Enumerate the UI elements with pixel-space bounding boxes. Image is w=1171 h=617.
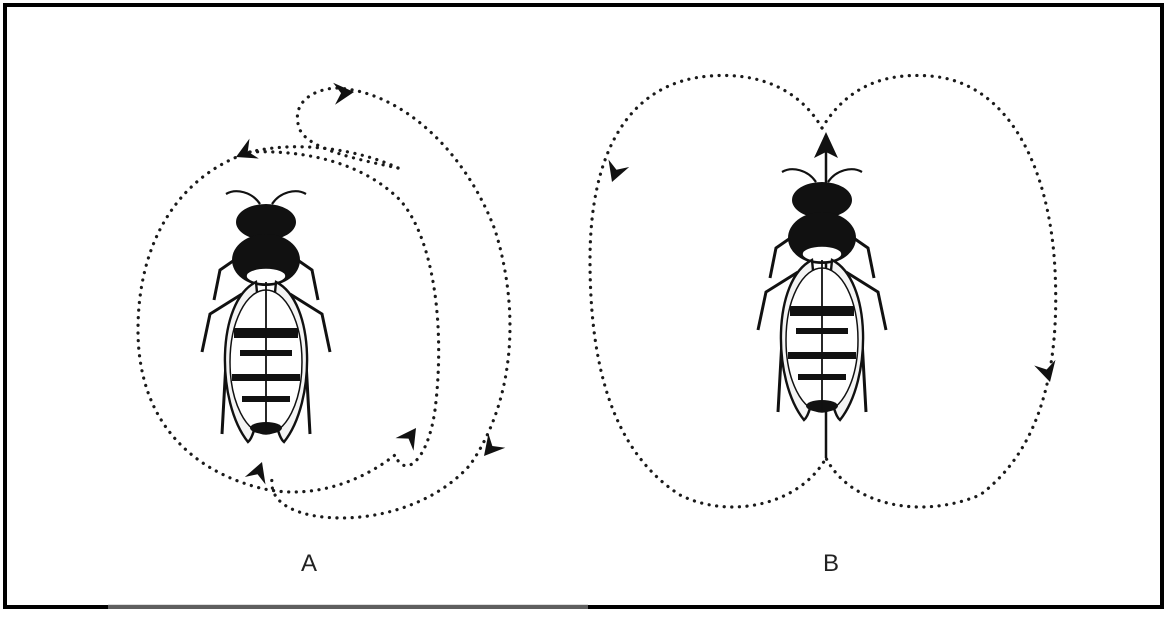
arrow-icon xyxy=(245,458,273,484)
arrow-icon xyxy=(1034,360,1060,385)
arrow-icon xyxy=(602,159,630,185)
panel-b xyxy=(590,75,1061,507)
arrow-icon xyxy=(333,81,355,105)
panel-label-b: B xyxy=(823,552,839,576)
arrow-icon xyxy=(231,139,258,167)
panel-a xyxy=(138,81,510,518)
bee-illustration xyxy=(202,191,330,442)
round-dance-path-outer xyxy=(272,88,510,518)
arrow-icon xyxy=(396,422,425,451)
panel-label-a: A xyxy=(301,552,317,576)
caption-remnant xyxy=(108,604,588,609)
bee-illustration xyxy=(758,169,886,420)
